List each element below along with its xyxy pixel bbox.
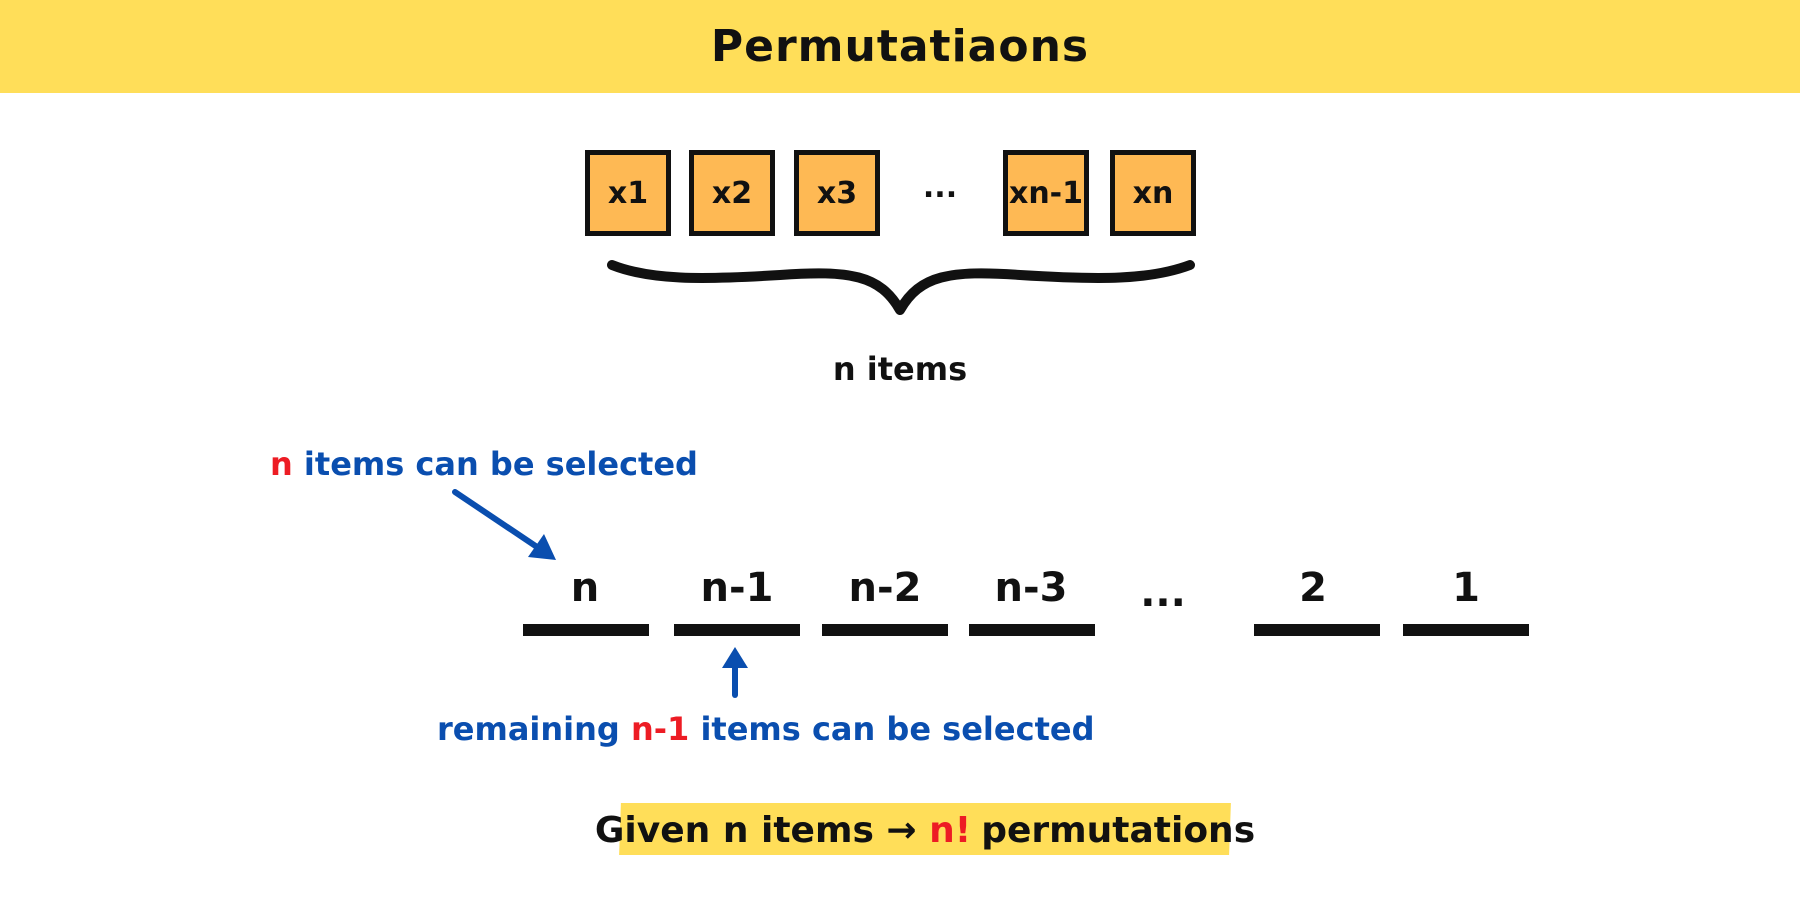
slot-line xyxy=(1403,624,1529,636)
summary-text: Given n items → n!permutations xyxy=(595,810,1255,851)
slot-label: n-2 xyxy=(848,565,922,611)
slot-line xyxy=(674,624,800,636)
curly-brace-icon xyxy=(607,260,1195,315)
slot-label: 2 xyxy=(1299,565,1327,611)
slot-line xyxy=(969,624,1095,636)
top-annotation: n items can be selected xyxy=(270,445,698,483)
bottom-annotation: remaining n-1 items can be selected xyxy=(437,710,1094,748)
slot-label: n-1 xyxy=(700,565,774,611)
up-arrow-icon xyxy=(722,647,748,698)
slot-label: 1 xyxy=(1452,565,1480,611)
brace-label: n items xyxy=(832,350,968,388)
summary-highlight: n! xyxy=(929,810,972,851)
slot-line xyxy=(1254,624,1380,636)
top-annotation-text: items can be selected xyxy=(303,445,698,483)
bottom-annotation-highlight: n-1 xyxy=(630,710,690,748)
page-title: Permutatiaons xyxy=(710,21,1090,72)
slot-line xyxy=(523,624,649,636)
summary-suffix: permutations xyxy=(981,810,1256,851)
item-box-xn-1: xn-1 xyxy=(1003,150,1089,236)
top-annotation-highlight: n xyxy=(270,445,293,483)
bottom-annotation-suffix: items can be selected xyxy=(700,710,1095,748)
bottom-annotation-prefix: remaining xyxy=(437,710,620,748)
slots-ellipsis: ... xyxy=(1140,570,1186,616)
slot-label: n-3 xyxy=(994,565,1068,611)
slot-line xyxy=(822,624,948,636)
title-banner: Permutatiaons xyxy=(0,0,1800,93)
item-box-x3: x3 xyxy=(794,150,880,236)
diagonal-arrow-icon xyxy=(452,489,556,560)
item-box-x1: x1 xyxy=(585,150,671,236)
slot-label: n xyxy=(570,565,600,611)
item-box-xn: xn xyxy=(1110,150,1196,236)
right-arrow-icon: → xyxy=(886,810,917,851)
item-box-x2: x2 xyxy=(689,150,775,236)
items-ellipsis: ... xyxy=(922,170,958,205)
summary-prefix: Given n items xyxy=(594,810,874,851)
